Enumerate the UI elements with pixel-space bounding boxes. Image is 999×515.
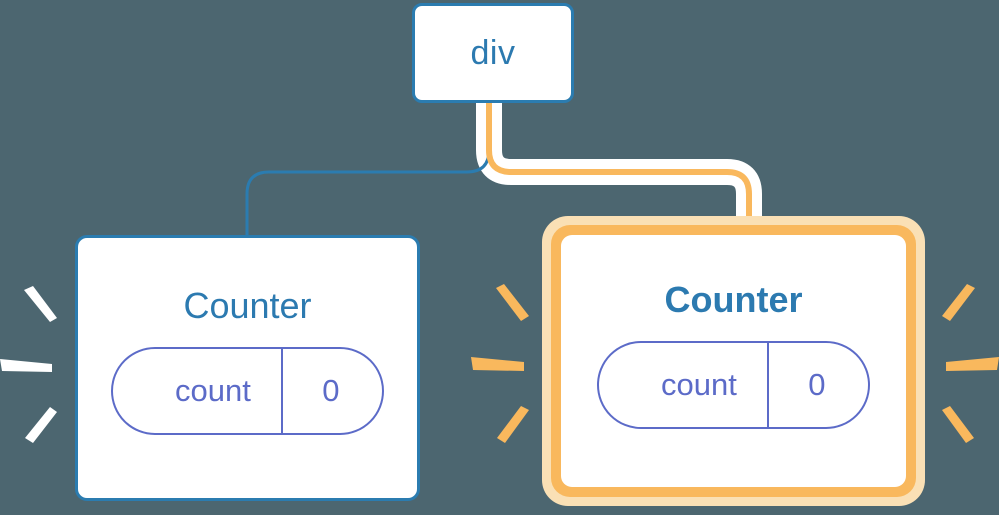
node-div[interactable]: div [412, 3, 574, 103]
state-pill-left: count 0 [111, 347, 384, 435]
ray-white-upper [24, 286, 57, 322]
state-key-right: count [661, 367, 737, 402]
state-key-left: count [175, 373, 251, 408]
state-divider-left [280, 349, 283, 433]
ray-white-lower [25, 407, 57, 443]
ray-orange-left-upper [496, 284, 529, 321]
rays-counter-right-right [942, 284, 999, 443]
ray-orange-right-lower [942, 406, 974, 443]
ray-orange-right-middle [946, 357, 999, 371]
node-counter-left-label: Counter [183, 285, 312, 326]
node-counter-right-label: Counter [664, 279, 803, 320]
rays-counter-right-left [471, 284, 529, 443]
node-counter-right-highlight-inner: Counter count 0 [551, 225, 916, 497]
node-div-label: div [470, 33, 516, 72]
ray-orange-left-lower [497, 406, 529, 443]
rays-counter-left [0, 286, 57, 443]
node-counter-right-highlight-outer: Counter count 0 [542, 216, 925, 506]
node-counter-right[interactable]: Counter count 0 [561, 235, 906, 487]
state-divider-right [766, 343, 769, 427]
edge-div-to-counter-right [486, 103, 752, 250]
node-counter-left[interactable]: Counter count 0 [75, 235, 420, 501]
state-value-right: 0 [808, 367, 826, 402]
state-pill-right: count 0 [597, 341, 870, 429]
ray-orange-right-upper [942, 284, 975, 321]
ray-white-middle [0, 359, 52, 372]
ray-orange-left-middle [471, 357, 524, 371]
state-value-left: 0 [322, 373, 340, 408]
